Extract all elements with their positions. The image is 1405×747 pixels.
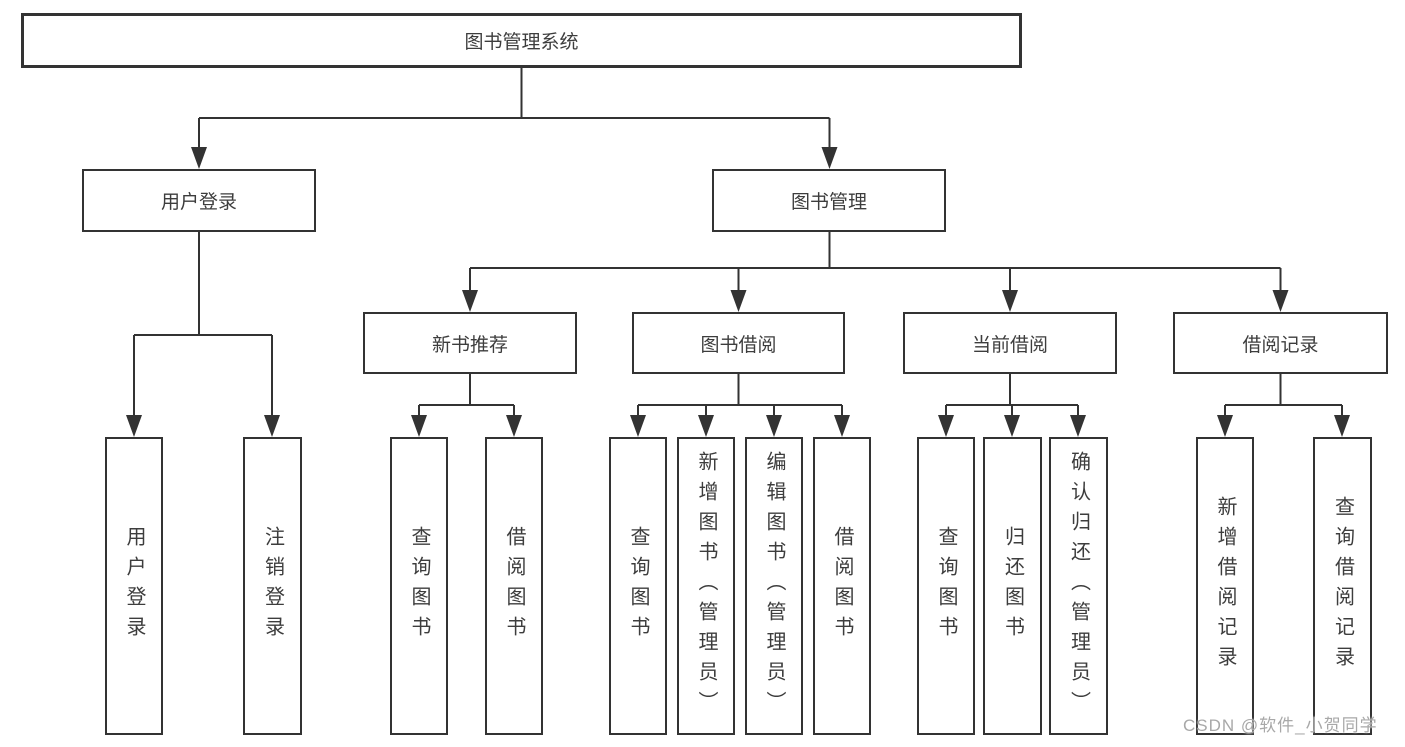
leaf-query-books-current: 查询图书 <box>917 437 975 735</box>
leaf-edit-books-admin: 编辑图书（管理员） <box>745 437 803 735</box>
node-book-borrowing: 图书借阅 <box>632 312 845 374</box>
leaf-user-login: 用户登录 <box>105 437 163 735</box>
leaf-confirm-return-admin: 确认归还（管理员） <box>1049 437 1108 735</box>
leaf-logout: 注销登录 <box>243 437 302 735</box>
leaf-borrow-books-recommend: 借阅图书 <box>485 437 543 735</box>
node-library-management-system: 图书管理系统 <box>21 13 1022 68</box>
node-book-management: 图书管理 <box>712 169 946 232</box>
leaf-borrow-books-borrowing: 借阅图书 <box>813 437 871 735</box>
leaf-query-borrow-record: 查询借阅记录 <box>1313 437 1372 735</box>
leaf-query-books-recommend: 查询图书 <box>390 437 448 735</box>
node-new-book-recommendation: 新书推荐 <box>363 312 577 374</box>
node-current-borrowing: 当前借阅 <box>903 312 1117 374</box>
watermark: CSDN @软件_小贺同学 <box>1183 716 1378 735</box>
node-user-login: 用户登录 <box>82 169 316 232</box>
leaf-return-books: 归还图书 <box>983 437 1042 735</box>
leaf-add-books-admin: 新增图书（管理员） <box>677 437 735 735</box>
node-borrowing-records: 借阅记录 <box>1173 312 1388 374</box>
leaf-query-books-borrowing: 查询图书 <box>609 437 667 735</box>
leaf-add-borrow-record: 新增借阅记录 <box>1196 437 1254 735</box>
